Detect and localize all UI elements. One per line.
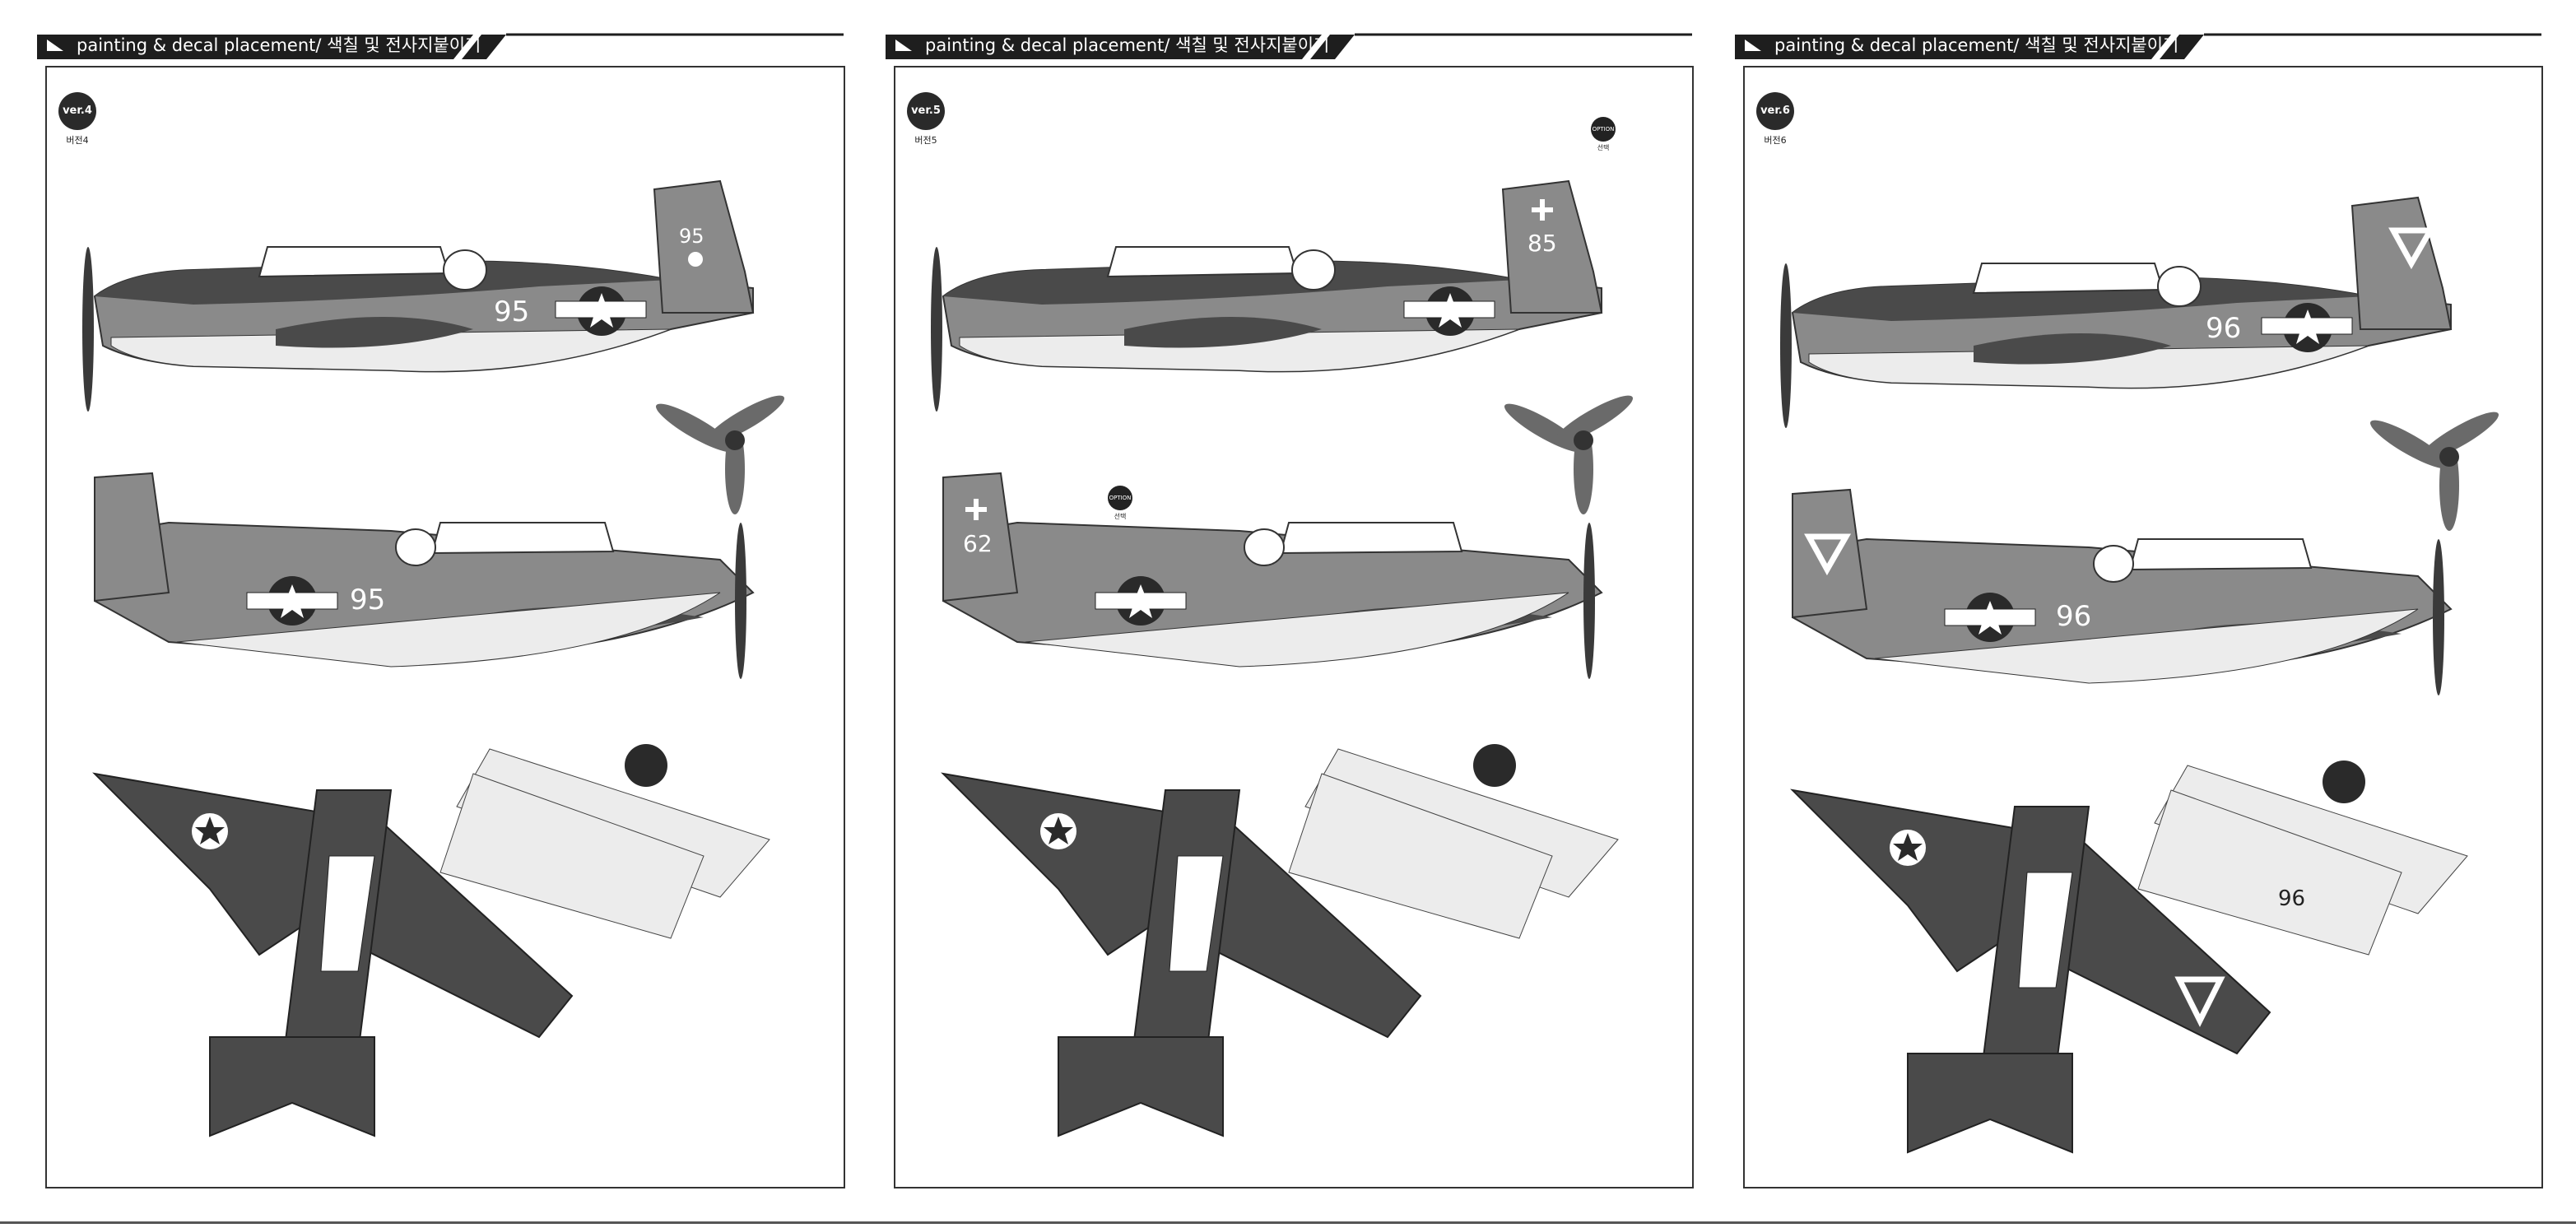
side-view-left: 96 [1780,198,2451,428]
propeller [2365,405,2503,531]
panel-ver6: painting & decal placement/ 색칠 및 전사지붙이기 … [1735,31,2541,1193]
svg-text:95: 95 [679,225,704,248]
svg-text:95: 95 [494,295,529,328]
propeller [1500,388,1637,514]
side-view-left: 85 [931,181,1602,412]
svg-text:96: 96 [2278,886,2305,911]
svg-text:62: 62 [963,530,993,557]
banner-title: painting & decal placement/ 색칠 및 전사지붙이기 [1774,35,2178,56]
panel-ver4: painting & decal placement/ 색칠 및 전사지붙이기 … [37,31,844,1193]
banner-title: painting & decal placement/ 색칠 및 전사지붙이기 [925,35,1329,56]
svg-text:95: 95 [350,584,385,616]
svg-text:85: 85 [1527,230,1557,257]
side-view-left: 95 95 [82,181,753,412]
panel-ver5: painting & decal placement/ 색칠 및 전사지붙이기 … [886,31,1692,1193]
banner-title: painting & decal placement/ 색칠 및 전사지붙이기 [77,35,481,56]
section-banner: painting & decal placement/ 색칠 및 전사지붙이기 [37,31,844,59]
aircraft-illustration: 96 96 [1743,66,2543,1188]
side-view-right: 96 [1793,490,2451,695]
page-bottom-rule [0,1221,2576,1224]
svg-text:96: 96 [2056,600,2091,633]
top-view: 96 [1793,761,2467,1152]
section-banner: painting & decal placement/ 색칠 및 전사지붙이기 [886,31,1692,59]
section-banner: painting & decal placement/ 색칠 및 전사지붙이기 [1735,31,2541,59]
aircraft-illustration: 85 62 [894,66,1694,1188]
side-view-right: 62 [943,473,1602,679]
aircraft-illustration: 95 95 95 [45,66,845,1188]
top-view [943,744,1618,1136]
svg-text:96: 96 [2206,312,2241,345]
propeller [651,388,788,514]
top-view [95,744,770,1136]
side-view-right: 95 [95,473,753,679]
